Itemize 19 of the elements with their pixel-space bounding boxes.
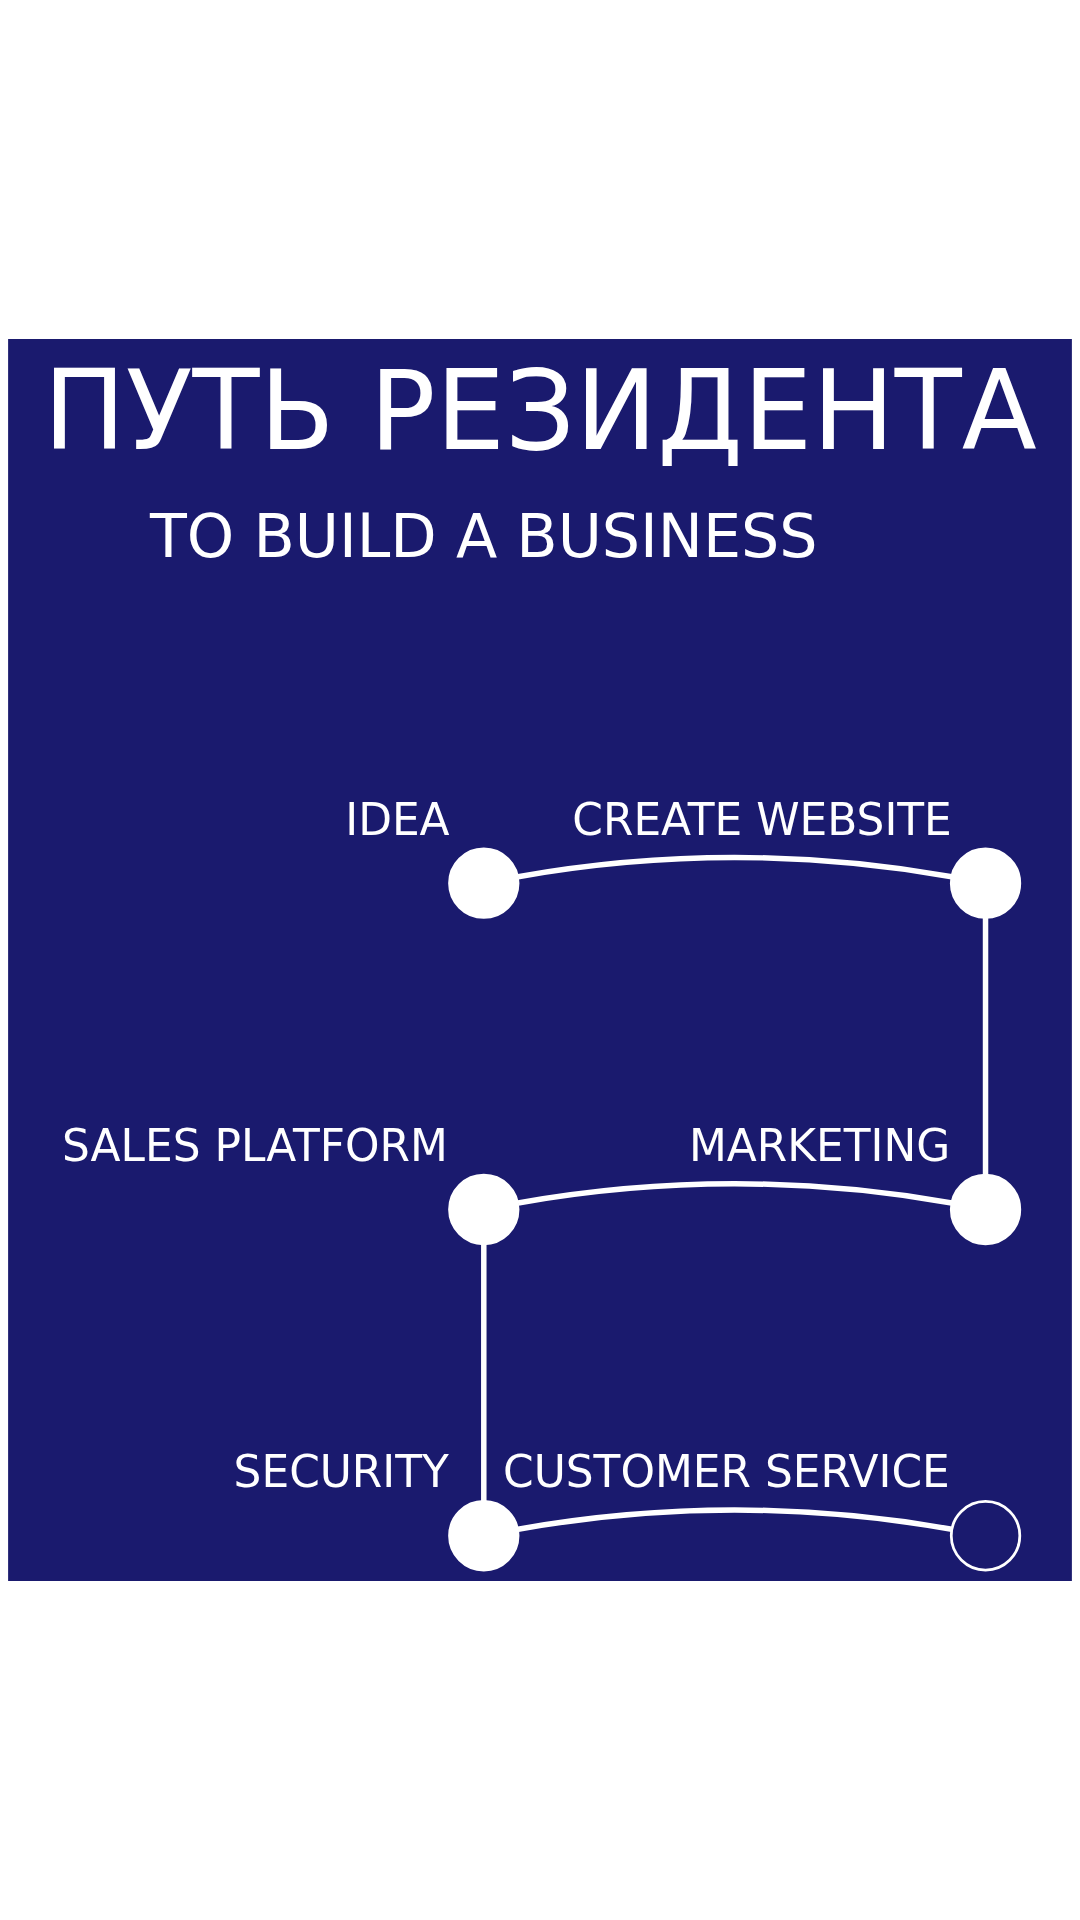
node-circle <box>448 847 520 919</box>
connector <box>982 917 989 1175</box>
connector <box>481 1244 487 1502</box>
node-circle <box>448 1173 520 1246</box>
node-label: IDEA <box>345 793 450 845</box>
label: TO BUILD A BUSINESS <box>149 501 818 572</box>
node-circle <box>949 1500 1022 1572</box>
node-label: MARKETING <box>688 1119 951 1171</box>
node-label: CREATE WEBSITE <box>572 793 952 845</box>
node-circle <box>949 847 1022 919</box>
node-label: SECURITY <box>233 1446 449 1498</box>
node-label: SALES PLATFORM <box>61 1119 448 1171</box>
node-circle <box>448 1500 520 1572</box>
connector <box>517 1507 953 1533</box>
connector <box>517 854 953 880</box>
node-label: CUSTOMER SERVICE <box>503 1446 950 1498</box>
diagram-title: ПУТЬ РЕЗИДЕНТА <box>43 346 1037 475</box>
node-circle <box>949 1173 1022 1246</box>
connector <box>517 1181 953 1206</box>
